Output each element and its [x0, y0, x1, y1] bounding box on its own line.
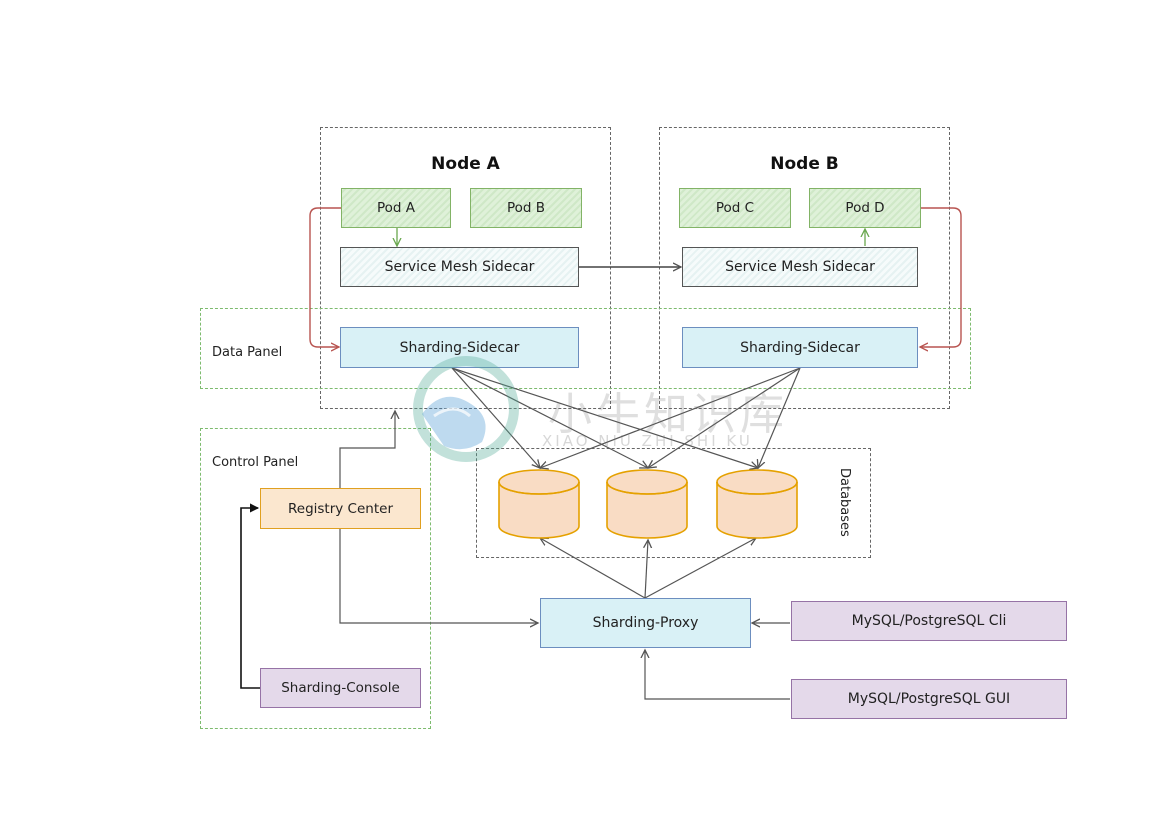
- pod-b: Pod B: [470, 188, 582, 228]
- service-mesh-sidecar-left: Service Mesh Sidecar: [340, 247, 579, 287]
- proxy-to-db2-arrow: [645, 540, 648, 599]
- node-a-title: Node A: [431, 154, 500, 174]
- registry-center: Registry Center: [260, 488, 421, 529]
- sharding-sidecar-right: Sharding-Sidecar: [682, 327, 918, 368]
- watermark-text-en: XIAO NIU ZHI SHI KU: [542, 432, 753, 450]
- sharding-sidecar-left: Sharding-Sidecar: [340, 327, 579, 368]
- sharding-console: Sharding-Console: [260, 668, 421, 708]
- sidecar-right-to-db2-arrow: [648, 367, 801, 468]
- pod-d: Pod D: [809, 188, 921, 228]
- control-panel-label: Control Panel: [212, 455, 299, 470]
- sidecar-left-to-db1-arrow: [451, 367, 540, 468]
- pod-c: Pod C: [679, 188, 791, 228]
- gui-to-proxy-arrow: [645, 650, 790, 700]
- service-mesh-sidecar-right: Service Mesh Sidecar: [682, 247, 918, 287]
- sidecar-left-to-db2-arrow: [451, 367, 648, 468]
- pod-a-to-sharding-sidecar-arrow: [309, 207, 341, 347]
- mysql-postgresql-gui: MySQL/PostgreSQL GUI: [791, 679, 1067, 719]
- databases-region: [476, 448, 871, 558]
- sidecar-left-to-db3-arrow: [451, 367, 758, 468]
- sidecar-right-to-db3-arrow: [758, 367, 801, 468]
- node-b-title: Node B: [770, 154, 839, 174]
- mysql-postgresql-cli: MySQL/PostgreSQL Cli: [791, 601, 1067, 641]
- proxy-to-db3-arrow: [644, 538, 756, 599]
- database-cylinder: [498, 469, 580, 539]
- data-panel-region: [200, 308, 971, 389]
- sidecar-right-to-db1-arrow: [540, 367, 801, 468]
- pod-a: Pod A: [341, 188, 451, 228]
- control-panel-region: [200, 428, 431, 729]
- database-cylinder: [716, 469, 798, 539]
- pod-d-to-sharding-sidecar-arrow: [920, 207, 962, 347]
- proxy-to-db1-arrow: [540, 538, 646, 599]
- registry-to-proxy-arrow: [339, 529, 538, 623]
- console-to-registry-arrow: [240, 508, 260, 689]
- data-panel-label: Data Panel: [212, 345, 283, 360]
- sharding-proxy: Sharding-Proxy: [540, 598, 751, 648]
- database-cylinder: [606, 469, 688, 539]
- node-b-region: Node B: [659, 127, 950, 409]
- registry-to-data-panel-arrow: [339, 411, 395, 488]
- watermark-text-cn: 小牛知识库: [548, 389, 788, 440]
